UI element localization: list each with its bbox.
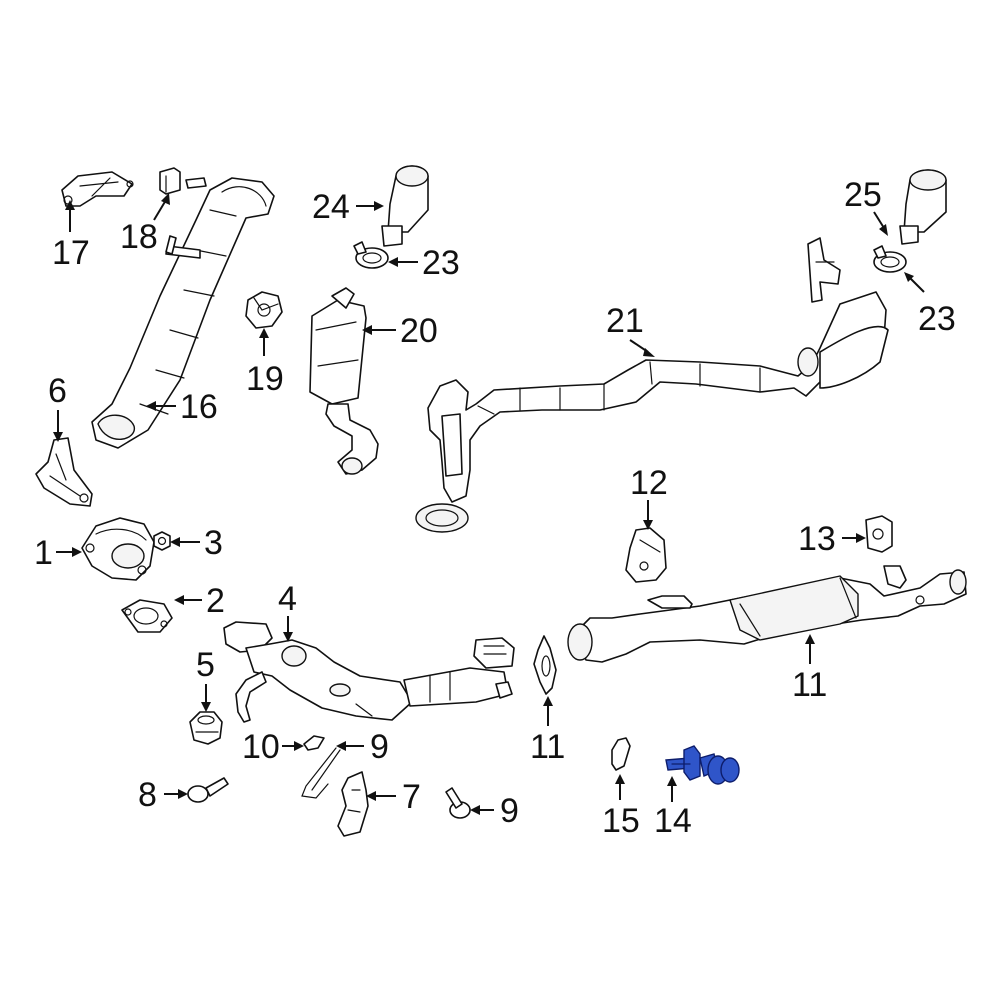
part-4-catalytic-converter <box>223 621 515 723</box>
part-3-nut <box>153 531 171 551</box>
callout-21: 20 <box>400 312 438 350</box>
part-19-clip <box>159 167 207 195</box>
callout-22: 21 <box>606 302 644 340</box>
callout-18: 17 <box>52 234 90 272</box>
callout-7: 7 <box>402 778 421 816</box>
part-16-clip <box>611 737 631 771</box>
callout-5: 5 <box>196 646 215 684</box>
callout-6: 6 <box>48 372 67 410</box>
callout-16: 15 <box>602 802 640 840</box>
part-25-exhaust-tip <box>899 169 947 245</box>
part-9-rod <box>301 747 341 799</box>
callout-labels: 17 18 24 23 20 19 16 6 21 25 23 12 13 1 … <box>34 176 956 840</box>
callout-13: 12 <box>630 464 668 502</box>
part-20-isolator <box>245 291 283 329</box>
part-17-front-pipe <box>91 177 275 449</box>
part-23-clamp-right <box>873 245 907 273</box>
callout-15[interactable]: 14 <box>654 802 692 840</box>
callout-19: 18 <box>120 218 158 256</box>
callout-9-bottom: 9 <box>500 792 519 830</box>
callout-1: 1 <box>34 534 53 572</box>
part-14-isolator <box>865 515 893 553</box>
callout-23-left: 23 <box>422 244 460 282</box>
callout-leaders <box>53 193 925 815</box>
part-7-bracket <box>337 771 369 837</box>
callout-3: 3 <box>204 524 223 562</box>
exhaust-parts <box>35 165 967 837</box>
callout-10: 10 <box>242 728 280 766</box>
part-21-muffler <box>309 287 379 475</box>
callout-4: 4 <box>278 580 297 618</box>
part-18-bracket <box>61 171 134 207</box>
part-13-bracket <box>625 527 667 583</box>
callout-24: 24 <box>312 188 350 226</box>
part-10-clip <box>303 735 325 751</box>
part-12-gasket <box>533 635 557 695</box>
callout-12: 11 <box>530 728 565 766</box>
callout-17: 16 <box>180 388 218 426</box>
callout-11: 11 <box>792 666 827 704</box>
callout-9-top: 9 <box>370 728 389 766</box>
callout-25: 25 <box>844 176 882 214</box>
part-1-manifold-flange <box>81 517 155 581</box>
part-9-bolt <box>445 787 471 819</box>
part-6-bracket <box>35 437 93 507</box>
part-11-resonator-pipe <box>567 565 967 663</box>
part-24-exhaust-tip <box>381 165 429 247</box>
part-8-bolt <box>187 777 229 803</box>
callout-23-right: 23 <box>918 300 956 338</box>
callout-2: 2 <box>206 582 225 620</box>
part-15-bolt-assembly[interactable] <box>665 745 740 785</box>
callout-14: 13 <box>798 520 836 558</box>
part-5-nut <box>189 711 223 745</box>
part-2-gasket <box>121 599 173 633</box>
part-23-clamp-left <box>353 241 389 269</box>
callout-8: 8 <box>138 776 157 814</box>
callout-20: 19 <box>246 360 284 398</box>
part-22-intermediate-pipe <box>415 237 889 533</box>
